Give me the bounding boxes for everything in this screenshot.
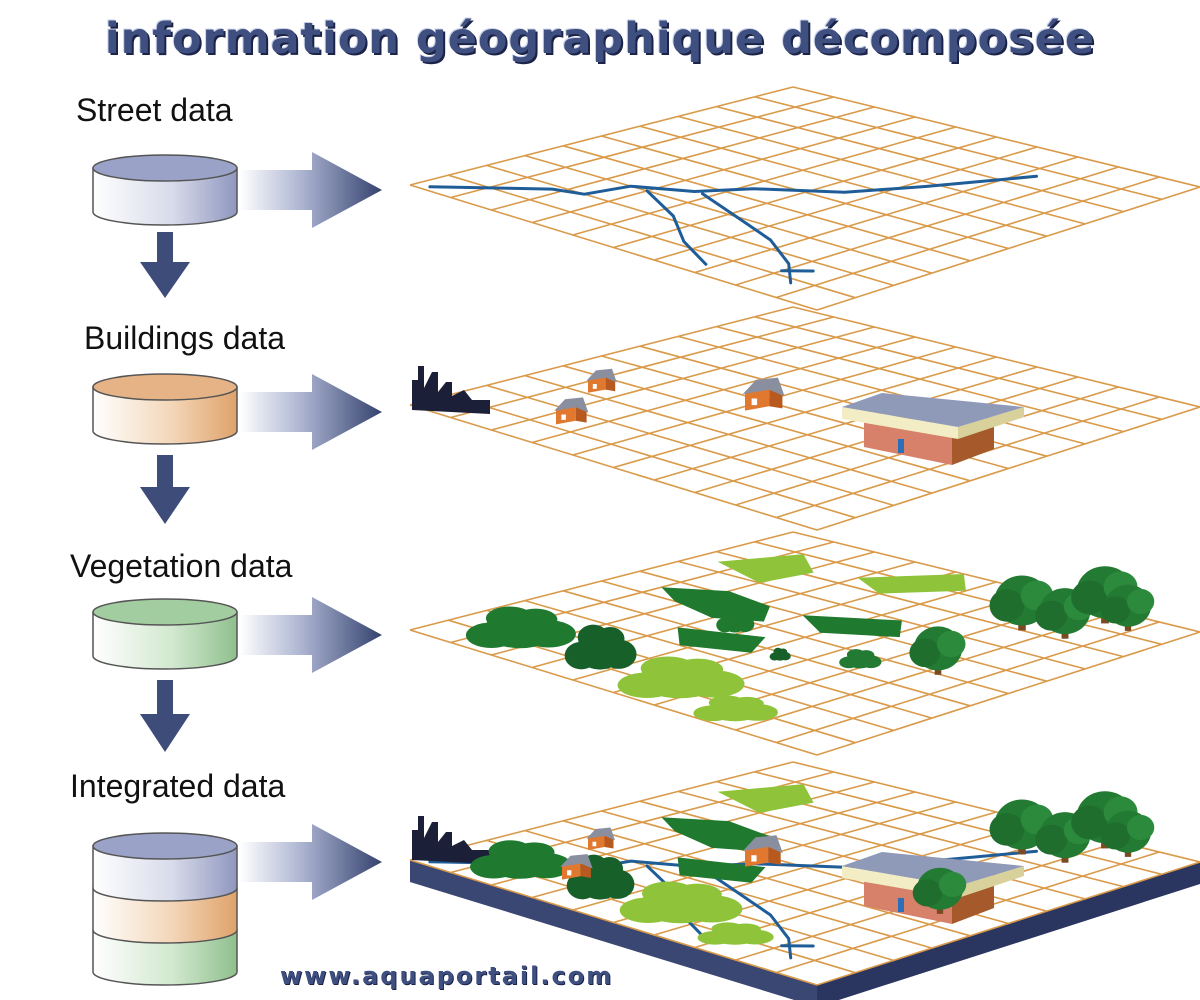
house-icon	[586, 827, 615, 850]
vegetation-patch	[566, 854, 635, 900]
arrow-down-icon	[140, 455, 190, 524]
vegetation-patch	[839, 649, 882, 669]
tree-icon	[1100, 584, 1155, 631]
vegetation-patch	[677, 857, 766, 883]
buildings-database-icon	[92, 373, 238, 445]
vegetation-patch	[677, 627, 766, 653]
tree-icon	[909, 626, 966, 675]
grid-line	[816, 631, 1200, 756]
vegetation-patch	[617, 656, 745, 699]
factory-icon	[412, 366, 490, 414]
grid-line	[653, 146, 1038, 261]
grid-line	[776, 176, 1160, 299]
vegetation-patch	[717, 784, 814, 813]
vegetation-patch	[693, 695, 778, 722]
label-buildings-data: Buildings data	[84, 320, 286, 356]
grid-line	[716, 325, 1124, 433]
grid-line	[613, 356, 997, 469]
vegetation-patch	[717, 554, 814, 583]
grid-line	[653, 366, 1038, 481]
street-layer-map	[409, 86, 1200, 311]
vegetation-database-icon	[92, 598, 238, 670]
street-database-icon	[92, 154, 238, 226]
grid-line	[816, 861, 1200, 986]
vegetation-patch	[564, 624, 637, 670]
arrow-down-icon	[140, 232, 190, 298]
vegetation-patch	[619, 881, 743, 924]
grid-line	[754, 771, 1162, 876]
grid-line	[677, 790, 1086, 900]
grid-line	[792, 86, 1200, 188]
vegetation-patch	[857, 574, 966, 594]
label-street-data: Street data	[76, 92, 233, 128]
arrow-right-icon	[240, 374, 382, 450]
grid-line	[754, 316, 1162, 421]
arrow-down-icon	[140, 680, 190, 752]
map-plane	[410, 307, 1200, 530]
grid-line	[754, 541, 1162, 646]
arrow-right-icon	[240, 152, 382, 228]
map-base-side	[410, 860, 817, 1000]
vegetation-patch	[716, 608, 755, 633]
map-plane	[410, 87, 1200, 310]
house-icon	[554, 397, 589, 425]
integrated-layer-map	[409, 761, 1200, 1000]
grid-line	[754, 96, 1162, 201]
grid-line	[792, 306, 1200, 408]
vegetation-patch	[802, 615, 902, 638]
tree-icon	[989, 575, 1054, 631]
tree-icon	[912, 867, 967, 914]
grid-line	[677, 335, 1086, 445]
vegetation-patch	[470, 840, 572, 879]
vegetation-patch	[661, 817, 770, 852]
tree-icon	[1100, 810, 1155, 857]
house-icon	[560, 854, 593, 880]
label-integrated-data: Integrated data	[70, 768, 286, 804]
diagram-title: information géographique décomposée	[104, 14, 1096, 64]
vegetation-layer-map	[409, 531, 1200, 756]
large-building-icon	[842, 393, 1024, 465]
grid-line	[816, 406, 1200, 531]
grid-line	[639, 125, 1048, 237]
website-watermark: www.aquaportail.com	[280, 962, 614, 990]
grid-line	[776, 621, 1160, 744]
arrow-right-icon	[240, 824, 382, 900]
grid-line	[677, 115, 1086, 225]
map-base-side	[817, 862, 1200, 1000]
grid-line	[677, 560, 1086, 670]
street-line	[645, 189, 708, 266]
vegetation-patch	[769, 647, 791, 661]
buildings-layer-map	[409, 306, 1200, 531]
house-icon	[742, 835, 783, 867]
grid-line	[735, 166, 1119, 286]
grid-line	[694, 156, 1079, 274]
house-icon	[586, 368, 617, 393]
grid-line	[716, 105, 1124, 213]
street-line	[428, 174, 1038, 196]
arrow-right-icon	[240, 597, 382, 673]
factory-icon	[412, 816, 490, 864]
label-vegetation-data: Vegetation data	[70, 548, 293, 584]
vegetation-patch	[697, 922, 774, 945]
integrated-database-icon	[92, 832, 238, 986]
house-icon	[742, 377, 785, 411]
grid-line	[816, 186, 1200, 311]
vegetation-patch	[465, 606, 576, 649]
